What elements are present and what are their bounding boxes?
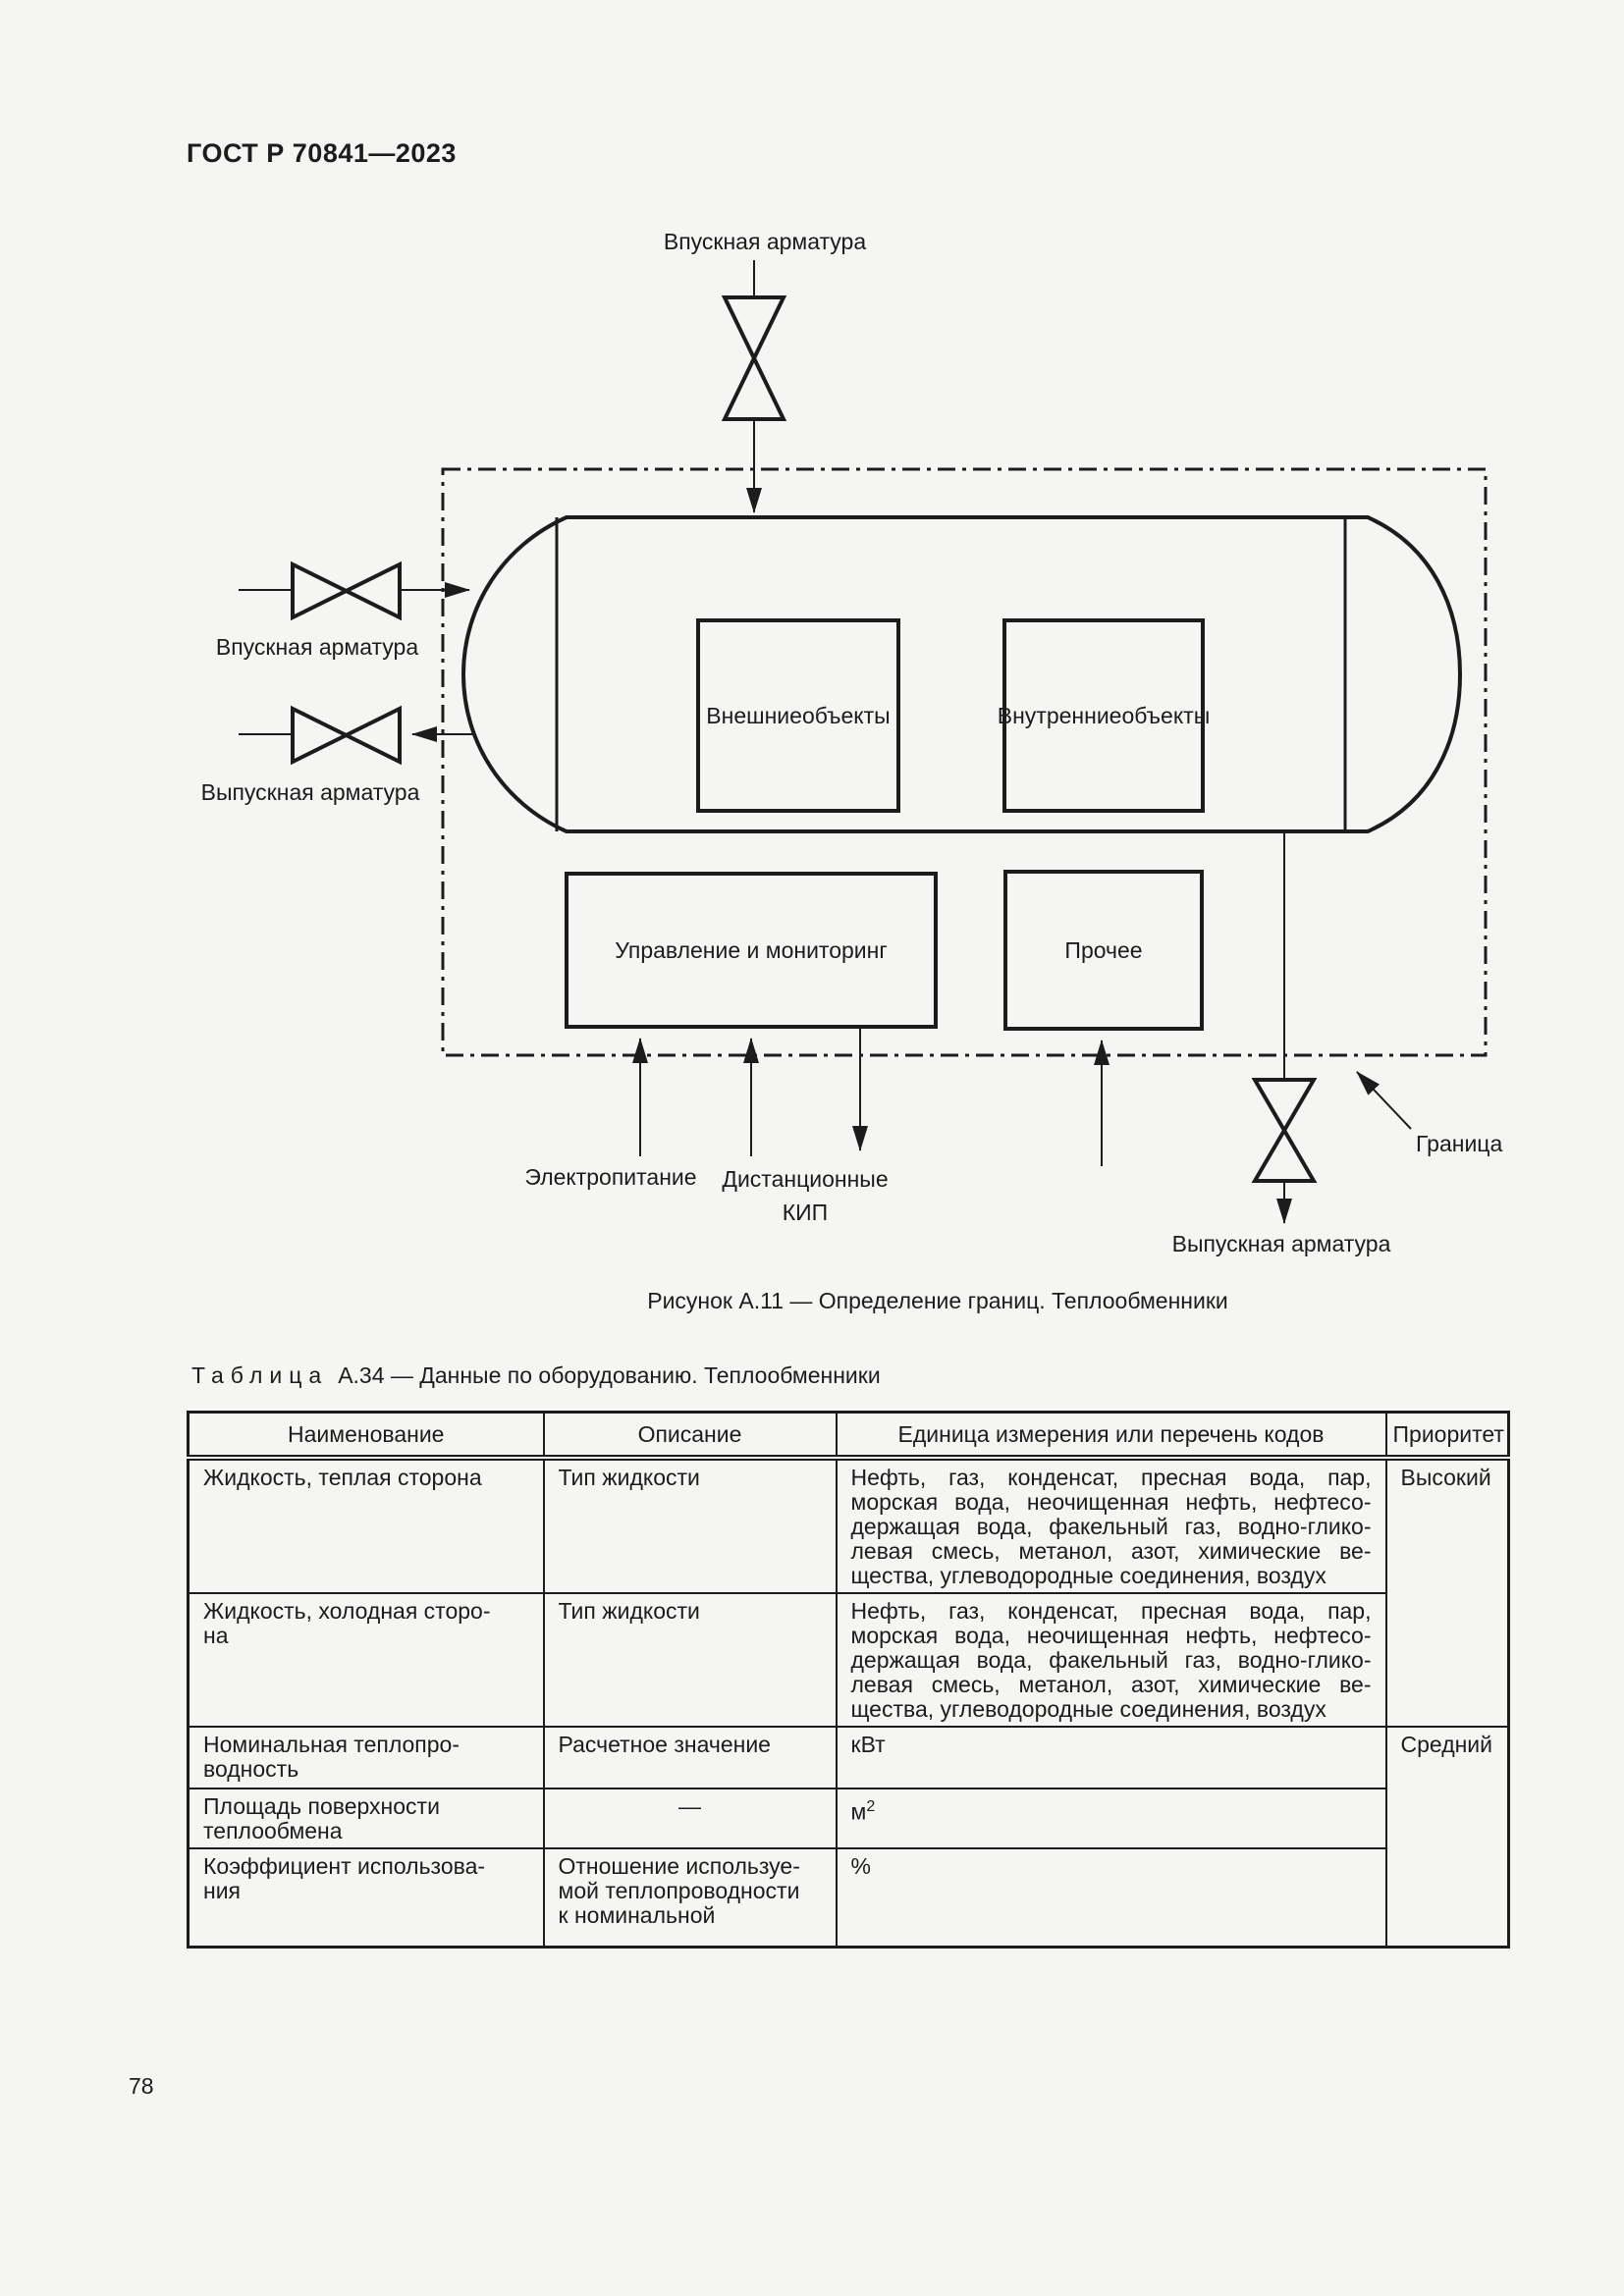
unit-base: м bbox=[850, 1798, 867, 1825]
table-row: Коэффициент использова-ния Отношение исп… bbox=[187, 1847, 1509, 1949]
inlet-left-valve-icon bbox=[291, 561, 402, 621]
boundary-label: Граница bbox=[1416, 1131, 1503, 1156]
inlet-top-valve-icon bbox=[721, 295, 787, 421]
cell-priority: Высокий bbox=[1384, 1457, 1510, 1728]
cell-name: Жидкость, теплая сторона bbox=[187, 1457, 545, 1594]
figure-a11-diagram bbox=[239, 260, 1488, 1224]
cell-description: Тип жидкости bbox=[542, 1592, 838, 1728]
equipment-data-table: Наименование Описание Единица измерения … bbox=[187, 1411, 1510, 1949]
cell-unit: кВт bbox=[835, 1726, 1387, 1789]
cell-description: Отношение используе-мой теплопроводности… bbox=[542, 1847, 838, 1949]
cell-description: Расчетное значение bbox=[542, 1726, 838, 1789]
power-supply-label: Электропитание bbox=[524, 1164, 697, 1190]
outlet-bottom-label: Выпускная арматура bbox=[1171, 1231, 1391, 1256]
figure-caption: Рисунок А.11 — Определение границ. Тепло… bbox=[647, 1288, 1228, 1313]
table-title: Таблица А.34 — Данные по оборудованию. Те… bbox=[191, 1362, 881, 1389]
table-title-rest: А.34 — Данные по оборудованию. Теплообме… bbox=[338, 1362, 881, 1388]
boundary-pointer-arrow bbox=[1356, 1071, 1412, 1130]
table-row: Номинальная теплопро-водность Расчетное … bbox=[187, 1726, 1510, 1949]
inlet-top-label: Впускная арматура bbox=[663, 229, 867, 254]
cell-unit: м2 bbox=[835, 1788, 1387, 1849]
heat-exchanger-vessel bbox=[460, 515, 1463, 833]
cell-name: Номинальная теплопро-водность bbox=[187, 1726, 545, 1789]
cell-name: Жидкость, холодная сторо-на bbox=[187, 1592, 545, 1728]
outlet-left-valve-icon bbox=[291, 705, 402, 766]
cell-unit: % bbox=[835, 1847, 1387, 1949]
cell-priority: Средний bbox=[1384, 1726, 1510, 1949]
table-row: Жидкость, холодная сторо-на Тип жидкости… bbox=[187, 1592, 1509, 1728]
page-number: 78 bbox=[129, 2073, 154, 2099]
cell-description: Тип жидкости bbox=[542, 1457, 838, 1594]
table-title-word: Таблица bbox=[191, 1362, 329, 1388]
cell-description: — bbox=[542, 1788, 838, 1849]
other-block: Прочее bbox=[1003, 870, 1204, 1031]
outlet-left-label: Выпускная арматура bbox=[200, 779, 420, 805]
table-header-row: Наименование Описание Единица измерения … bbox=[187, 1411, 1510, 1461]
table-row: Жидкость, теплая сторона Тип жидкости Не… bbox=[187, 1457, 1510, 1728]
boundary-dashed-rect bbox=[441, 467, 1488, 1057]
col-header-name: Наименование bbox=[187, 1411, 545, 1461]
col-header-unit: Единица измерения или перечень кодов bbox=[835, 1411, 1387, 1461]
control-monitoring-block: Управление и мониторинг bbox=[565, 872, 938, 1029]
unit-superscript: 2 bbox=[866, 1798, 876, 1815]
cell-unit: Нефть, газ, конденсат, пресная вода, пар… bbox=[835, 1457, 1387, 1594]
col-header-description: Описание bbox=[542, 1411, 838, 1461]
outlet-bottom-valve-icon bbox=[1251, 1078, 1318, 1183]
cell-unit: Нефть, газ, конденсат, пресная вода, пар… bbox=[835, 1592, 1387, 1728]
col-header-priority: Приоритет bbox=[1384, 1411, 1510, 1461]
doc-header: ГОСТ Р 70841—2023 bbox=[187, 138, 457, 168]
cell-name: Коэффициент использова-ния bbox=[187, 1847, 545, 1949]
inlet-left-label: Впускная арматура bbox=[215, 634, 419, 660]
